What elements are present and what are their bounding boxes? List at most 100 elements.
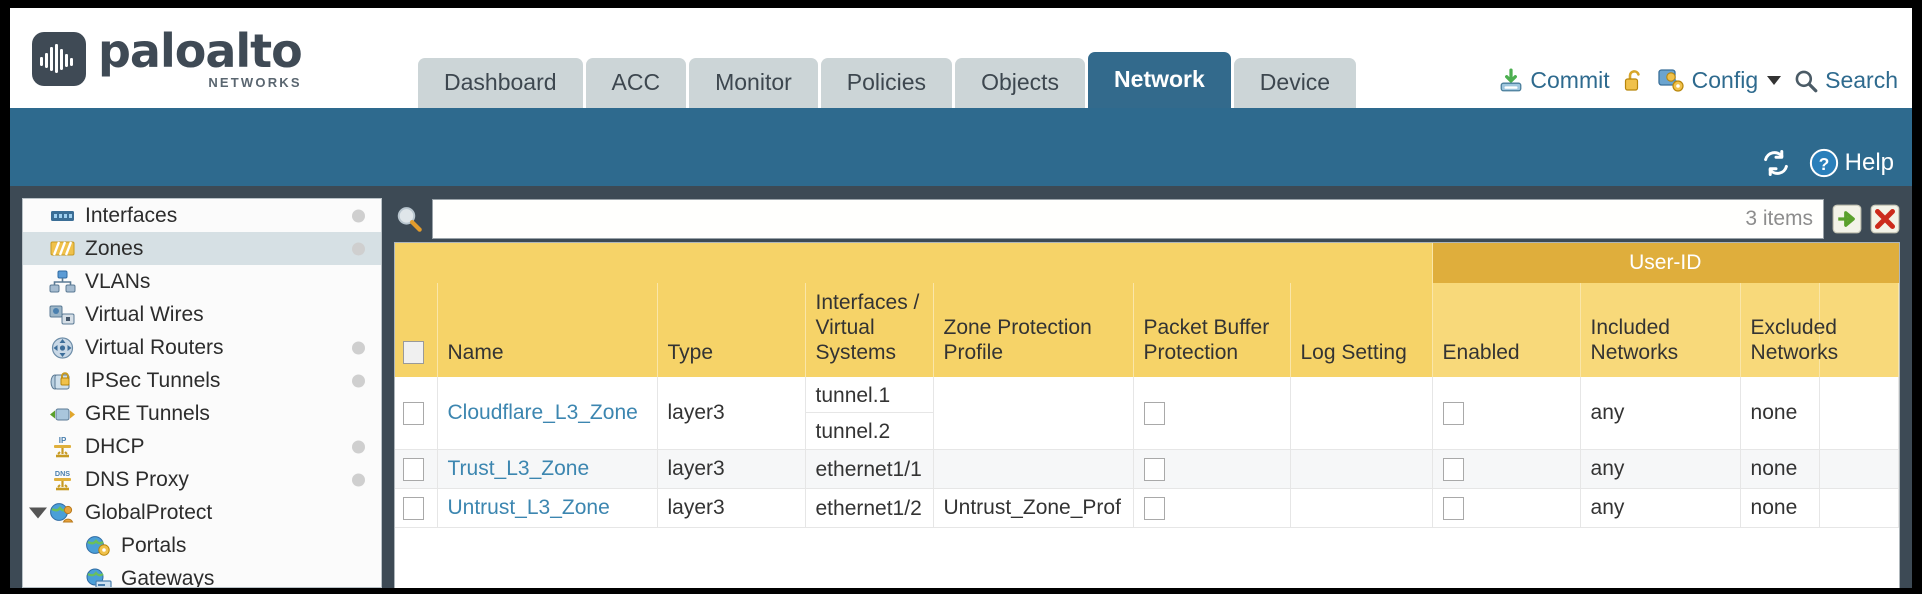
sidebar-status-dot	[352, 374, 365, 387]
log-setting-cell	[1290, 449, 1433, 490]
sidebar-status-dot	[352, 440, 365, 453]
packet-buffer-checkbox[interactable]	[1143, 402, 1165, 426]
virtual-routers-icon	[49, 336, 76, 360]
sidebar-item-portals[interactable]: Portals	[23, 529, 381, 562]
sidebar-item-virtual-routers[interactable]: Virtual Routers	[23, 331, 381, 364]
unlock-button[interactable]	[1622, 68, 1646, 94]
row-checkbox[interactable]	[403, 402, 424, 426]
tab-network[interactable]: Network	[1088, 51, 1231, 108]
interfaces-icon	[49, 204, 76, 228]
commit-icon	[1501, 68, 1522, 91]
search-button[interactable]: Search	[1793, 67, 1898, 94]
group-header-row: User-ID	[395, 243, 1899, 283]
column-header-enabled[interactable]: Enabled	[1432, 283, 1581, 378]
sidebar-item-label: DNS Proxy	[85, 467, 189, 491]
log-setting-cell	[1290, 377, 1433, 451]
zone-name-cell: Untrust_L3_Zone	[437, 488, 658, 529]
sidebar-item-interfaces[interactable]: Interfaces	[23, 199, 381, 232]
refresh-icon	[1763, 149, 1788, 177]
sidebar-item-ipsec-tunnels[interactable]: IPSec Tunnels	[23, 364, 381, 397]
sidebar-item-gre-tunnels[interactable]: GRE Tunnels	[23, 397, 381, 430]
zones-icon	[49, 237, 76, 261]
sidebar-item-globalprotect[interactable]: GlobalProtect	[23, 496, 381, 529]
user-id-enabled-checkbox[interactable]	[1442, 402, 1464, 426]
help-button[interactable]: ? Help	[1809, 148, 1894, 178]
sidebar-item-label: IPSec Tunnels	[85, 368, 221, 392]
search-label: Search	[1825, 67, 1898, 93]
column-header-name[interactable]: Name	[437, 283, 658, 378]
group-header-user-id: User-ID	[1432, 243, 1899, 283]
packet-buffer-protection-cell	[1133, 488, 1291, 529]
paloalto-logo: paloalto NETWORKS	[32, 28, 303, 89]
search-input[interactable]: 3 items	[432, 199, 1824, 239]
tab-objects[interactable]: Objects	[955, 57, 1086, 108]
interface-value: ethernet1/2	[815, 497, 922, 521]
select-all-checkbox[interactable]	[403, 341, 424, 365]
help-icon: ?	[1809, 148, 1838, 178]
green-arrow-icon[interactable]	[1832, 204, 1862, 234]
sidebar-item-virtual-wires[interactable]: Virtual Wires	[23, 298, 381, 331]
log-setting-cell	[1290, 488, 1433, 529]
row-filler-cell	[1819, 488, 1899, 529]
user-id-enabled-checkbox[interactable]	[1442, 497, 1464, 521]
zone-name-link[interactable]: Cloudflare_L3_Zone	[447, 401, 638, 425]
interface-value: ethernet1/1	[815, 458, 922, 482]
red-x-icon[interactable]	[1870, 204, 1900, 234]
row-checkbox[interactable]	[403, 497, 424, 521]
excluded-networks-cell: none	[1740, 488, 1820, 529]
zone-name-link[interactable]: Untrust_L3_Zone	[447, 496, 610, 520]
config-wrench-icon	[1657, 68, 1684, 92]
column-header-interfaces-virtual-systems[interactable]: Interfaces / Virtual Systems	[805, 283, 934, 378]
zone-name-link[interactable]: Trust_L3_Zone	[447, 457, 590, 481]
included-networks-cell: any	[1580, 377, 1741, 451]
column-header-included-networks[interactable]: Included Networks	[1580, 283, 1741, 378]
zone-protection-profile-cell	[933, 449, 1134, 490]
logo-mark-icon	[32, 31, 86, 86]
sidebar-status-dot	[352, 341, 365, 354]
column-header-type[interactable]: Type	[657, 283, 806, 378]
packet-buffer-checkbox[interactable]	[1143, 497, 1165, 521]
sidebar-item-zones[interactable]: Zones	[23, 232, 381, 265]
tab-dashboard[interactable]: Dashboard	[418, 57, 583, 108]
tab-monitor[interactable]: Monitor	[689, 57, 818, 108]
sidebar-item-label: Portals	[121, 533, 187, 557]
column-header-excluded-networks[interactable]: Excluded Networks	[1740, 283, 1838, 378]
packet-buffer-checkbox[interactable]	[1143, 458, 1165, 482]
tab-acc[interactable]: ACC	[585, 57, 687, 108]
commit-button[interactable]: Commit	[1498, 67, 1610, 94]
column-header-packet-buffer-protection[interactable]: Packet Buffer Protection	[1133, 283, 1291, 378]
column-header-log-setting[interactable]: Log Setting	[1290, 283, 1433, 378]
sidebar-item-vlans[interactable]: VLANs	[23, 265, 381, 298]
user-id-enabled-checkbox[interactable]	[1442, 458, 1464, 482]
row-select-cell	[395, 488, 438, 529]
refresh-button[interactable]	[1761, 149, 1791, 177]
tab-policies[interactable]: Policies	[820, 57, 953, 108]
sidebar-item-gateways[interactable]: Gateways	[23, 562, 381, 587]
tab-device[interactable]: Device	[1233, 57, 1357, 108]
included-networks-value: any	[1590, 496, 1625, 520]
chevron-down-icon[interactable]	[29, 507, 47, 518]
help-label: Help	[1844, 149, 1894, 176]
group-header-spacer	[395, 243, 1433, 283]
svg-text:?: ?	[1818, 154, 1829, 174]
included-networks-cell: any	[1580, 449, 1741, 490]
commit-label: Commit	[1530, 67, 1610, 93]
user-id-enabled-cell	[1432, 377, 1581, 451]
search-icon[interactable]	[394, 204, 424, 234]
column-header-zone-protection-profile[interactable]: Zone Protection Profile	[933, 283, 1134, 378]
row-checkbox[interactable]	[403, 458, 424, 482]
sidebar-item-label: GlobalProtect	[85, 500, 213, 524]
excluded-networks-value: none	[1750, 496, 1798, 520]
included-networks-value: any	[1590, 457, 1625, 481]
included-networks-value: any	[1590, 401, 1625, 425]
config-menu[interactable]: Config	[1657, 67, 1782, 94]
